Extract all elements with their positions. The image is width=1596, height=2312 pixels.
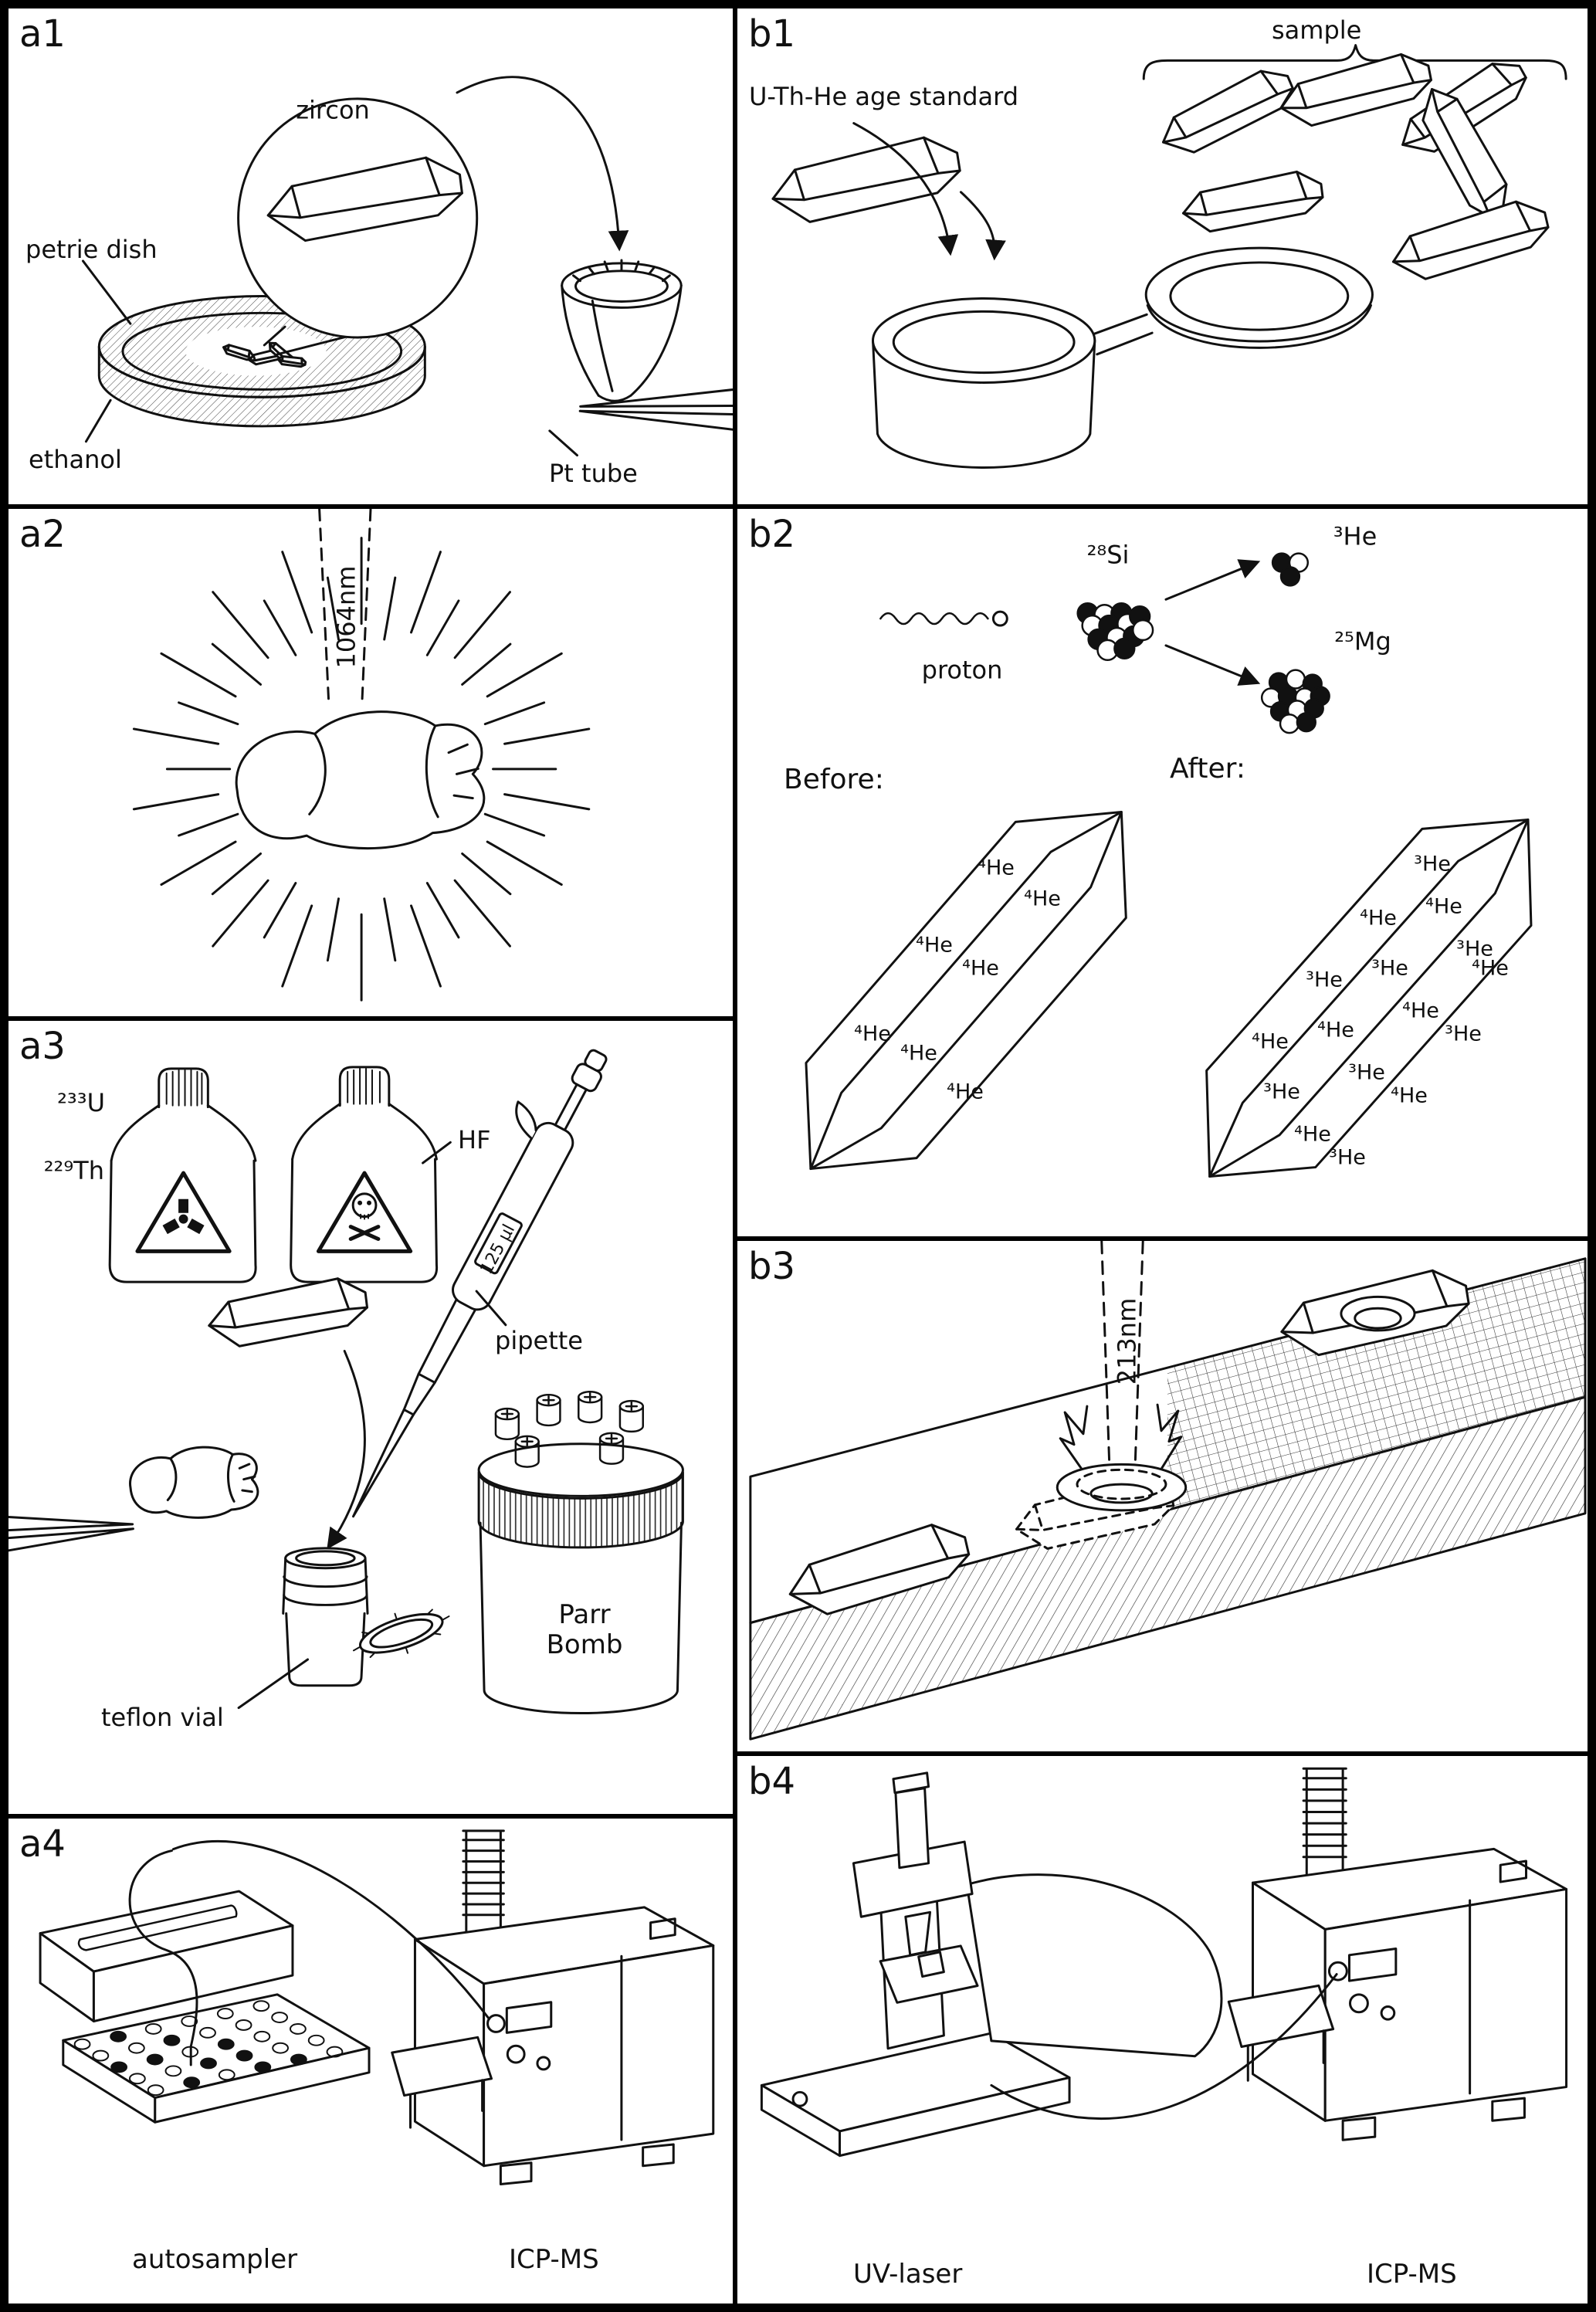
he4-label: ⁴He: [1391, 1083, 1428, 1108]
he4-label: ⁴He: [962, 956, 999, 981]
he4-label: ⁴He: [1024, 886, 1061, 911]
panel-label-a3: a3: [19, 1025, 66, 1068]
he3-label: ³He: [1414, 852, 1451, 876]
he4-label: ⁴He: [1317, 1018, 1354, 1042]
zircon-label: zircon: [296, 95, 370, 125]
a1-illustration: [81, 76, 733, 457]
autosampler-label: autosampler: [132, 2244, 298, 2275]
he4-label: ⁴He: [947, 1080, 984, 1104]
a2-illustration: [132, 509, 591, 1002]
panel-a2: a2 1064nm: [6, 507, 735, 1019]
he3-label: ³He: [1348, 1060, 1385, 1085]
panel-label-b2: b2: [748, 513, 796, 556]
he3-label: ³He: [1306, 968, 1343, 992]
icpms-label-b4: ICP-MS: [1367, 2259, 1457, 2290]
he3-label: ³He: [1263, 1080, 1300, 1104]
he4-label: ⁴He: [1402, 998, 1439, 1023]
he4-label: ⁴He: [916, 933, 953, 958]
he3-label: ³He: [1445, 1022, 1482, 1046]
panel-b3: b3 213nm: [735, 1239, 1590, 1754]
proton-label: proton: [921, 655, 1003, 685]
b3-illustration: [749, 1241, 1587, 1741]
he4-label: ⁴He: [854, 1022, 891, 1046]
parr-bomb-label: Parr Bomb: [546, 1599, 623, 1661]
he3-label: ³He: [1456, 937, 1493, 961]
pt-tube-label: Pt tube: [549, 459, 638, 488]
a3-illustration: [8, 1049, 684, 1715]
panel-b2: b2 ²⁸Si ³He ²⁵Mg proton Before: After: ⁴…: [735, 507, 1590, 1239]
panel-label-a4: a4: [19, 1822, 66, 1866]
before-label: Before:: [784, 764, 884, 795]
sample-label: sample: [1272, 15, 1362, 45]
panel-label-a2: a2: [19, 513, 66, 556]
he4-label: ⁴He: [900, 1041, 937, 1066]
panel-b4: b4 UV-laser ICP-MS: [735, 1754, 1590, 2306]
hf-label: HF: [458, 1125, 491, 1154]
teflon-vial-label: teflon vial: [101, 1703, 224, 1732]
u233-label: ²³³U: [57, 1088, 105, 1117]
he4-label: ⁴He: [1252, 1029, 1289, 1054]
panel-label-b3: b3: [748, 1245, 796, 1288]
he3-product-label: ³He: [1333, 521, 1377, 551]
icpms-label-a4: ICP-MS: [509, 2244, 599, 2275]
b1-illustration: [766, 44, 1567, 469]
panel-a1: a1 zircon petrie dish ethanol Pt tube: [6, 6, 735, 507]
petrie-dish-label: petrie dish: [25, 235, 158, 264]
ethanol-label: ethanol: [29, 445, 122, 474]
th229-label: ²²⁹Th: [43, 1156, 104, 1185]
he3-label: ³He: [1371, 956, 1408, 981]
uv-laser-label: UV-laser: [853, 2259, 963, 2290]
he4-label: ⁴He: [1472, 956, 1509, 981]
he3-label: ³He: [1329, 1145, 1366, 1170]
b2-illustration: [805, 552, 1533, 1178]
he4-label: ⁴He: [1294, 1122, 1331, 1147]
pipette-label: pipette: [495, 1326, 583, 1355]
age-standard-label: U-Th-He age standard: [749, 82, 1019, 111]
he4-label: ⁴He: [1425, 894, 1462, 919]
panel-label-b1: b1: [748, 12, 796, 56]
a4-illustration: [39, 1829, 715, 2185]
panel-a3: a3 ²³³U ²²⁹Th HF 125 µl pipette teflon v…: [6, 1019, 735, 1816]
laser-wavelength-label: 1064nm: [331, 565, 361, 669]
after-label: After:: [1170, 753, 1245, 785]
he4-label: ⁴He: [978, 856, 1015, 880]
si28-label: ²⁸Si: [1086, 540, 1130, 570]
mg25-label: ²⁵Mg: [1334, 626, 1391, 656]
panel-a4: a4 autosampler ICP-MS: [6, 1816, 735, 2306]
he4-label: ⁴He: [1360, 906, 1397, 931]
b4-illustration: [760, 1767, 1568, 2158]
panel-label-b4: b4: [748, 1760, 796, 1803]
panel-label-a1: a1: [19, 12, 66, 56]
ablation-wavelength-label: 213nm: [1112, 1297, 1142, 1385]
panel-b1: b1 sample U-Th-He age standard: [735, 6, 1590, 507]
